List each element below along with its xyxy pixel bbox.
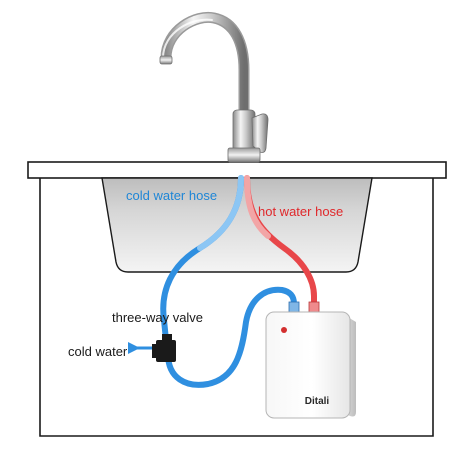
label-three-way-valve: three-way valve [112, 310, 203, 325]
faucet-body [232, 109, 256, 153]
faucet-spout-tip [159, 55, 173, 65]
countertop-slab [27, 161, 447, 179]
heater-body [265, 311, 351, 419]
label-cold-water-hose: cold water hose [126, 188, 217, 203]
hoses [128, 175, 317, 388]
cabinet-outline [39, 176, 434, 437]
water-heater: Ditali [265, 301, 356, 419]
faucet [159, 11, 269, 163]
heater-inlet-hose [165, 286, 297, 388]
sink-bowl [101, 177, 373, 273]
three-way-valve[interactable] [152, 334, 176, 362]
heater-brand: Ditali [305, 396, 330, 407]
countertop [27, 161, 447, 179]
cabinet [39, 176, 434, 437]
label-cold-water: cold water [68, 344, 128, 359]
label-hot-water-hose: hot water hose [258, 204, 343, 219]
sink-basin [101, 177, 373, 273]
faucet-base [227, 147, 261, 163]
cold-water-arrow-icon [128, 342, 140, 354]
heater-indicator-light [281, 327, 287, 333]
faucet-handle[interactable] [251, 113, 269, 153]
